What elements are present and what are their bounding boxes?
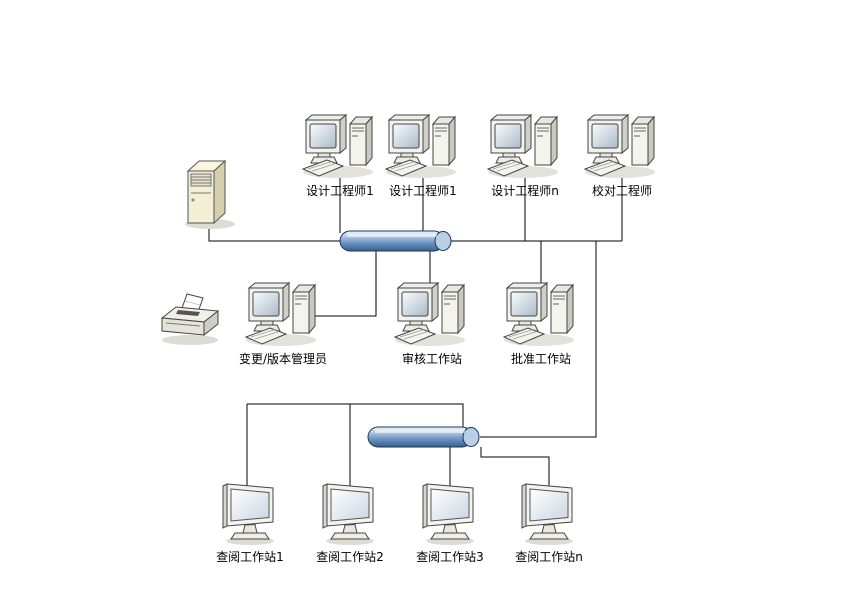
node-label: 查阅工作站n	[515, 550, 583, 564]
desktop-pc-icon	[487, 108, 563, 180]
review-workstation[interactable]: 审核工作站	[372, 276, 492, 366]
desktop-pc-icon	[584, 108, 660, 180]
viewing-workstation-n[interactable]: 查阅工作站n	[489, 482, 609, 564]
lcd-monitor-icon	[219, 482, 281, 546]
desktop-pc-icon	[385, 108, 461, 180]
lcd-monitor-icon	[419, 482, 481, 546]
node-label: 设计工程师n	[491, 184, 559, 198]
node-label: 查阅工作站3	[416, 550, 484, 564]
desktop-pc-icon	[503, 276, 579, 348]
node-label: 查阅工作站2	[316, 550, 384, 564]
approval-workstation[interactable]: 批准工作站	[481, 276, 601, 366]
network-bus-lower[interactable]	[367, 426, 481, 452]
node-label: 校对工程师	[591, 184, 652, 198]
network-bus-upper[interactable]	[339, 230, 453, 256]
node-label: 设计工程师1	[306, 184, 374, 198]
node-label: 审核工作站	[401, 352, 462, 366]
desktop-pc-icon	[394, 276, 470, 348]
printer-icon	[160, 292, 222, 346]
node-label: 设计工程师1	[389, 184, 457, 198]
design-engineer-2-workstation[interactable]: 设计工程师1	[363, 108, 483, 198]
viewing-workstation-1[interactable]: 查阅工作站1	[190, 482, 310, 564]
bus-cylinder-icon	[367, 426, 481, 448]
lcd-monitor-icon	[518, 482, 580, 546]
bus-cylinder-icon	[339, 230, 453, 252]
node-label: 批准工作站	[510, 352, 571, 366]
viewing-workstation-3[interactable]: 查阅工作站3	[390, 482, 510, 564]
design-engineer-n-workstation[interactable]: 设计工程师n	[465, 108, 585, 198]
lcd-monitor-icon	[319, 482, 381, 546]
server-icon	[183, 158, 239, 230]
viewing-workstation-2[interactable]: 查阅工作站2	[290, 482, 410, 564]
design-engineer-1-workstation[interactable]: 设计工程师1	[280, 108, 400, 198]
printer-node[interactable]	[160, 292, 222, 346]
server-node[interactable]	[183, 158, 239, 230]
change-version-admin-workstation[interactable]: 变更/版本管理员	[223, 276, 343, 366]
node-label: 查阅工作站1	[216, 550, 284, 564]
proofreading-engineer-workstation[interactable]: 校对工程师	[562, 108, 682, 198]
node-label: 变更/版本管理员	[238, 352, 328, 366]
desktop-pc-icon	[245, 276, 321, 348]
